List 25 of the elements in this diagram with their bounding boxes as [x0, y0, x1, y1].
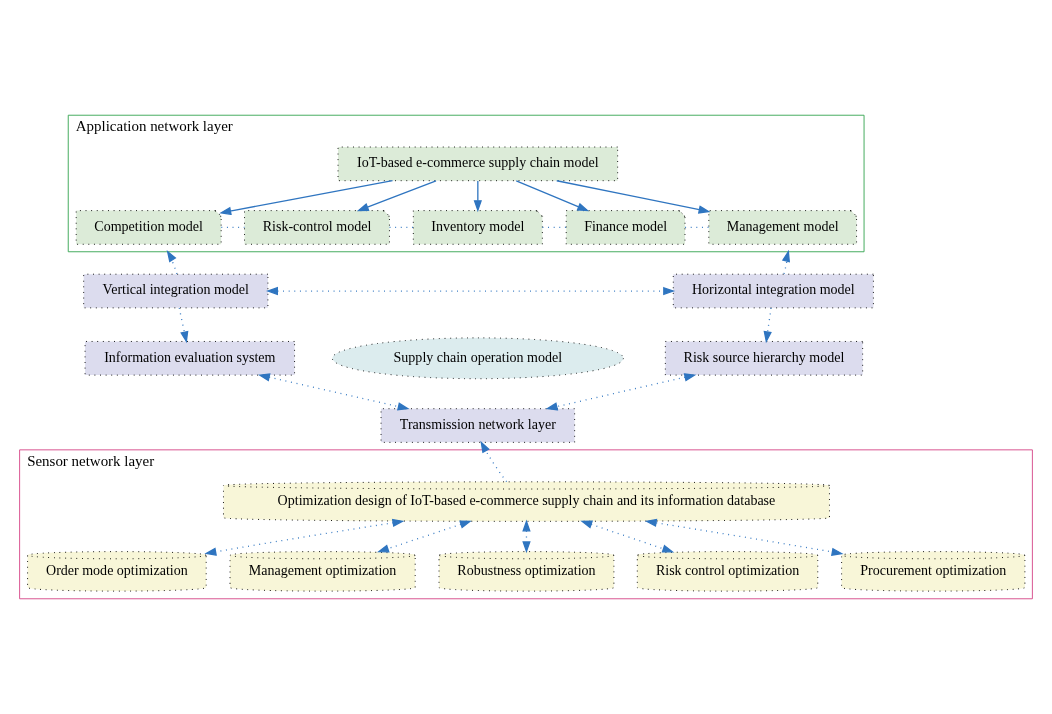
arrow	[763, 307, 772, 344]
arrow	[545, 373, 697, 411]
arrow	[480, 440, 508, 483]
arrow	[377, 520, 472, 553]
arrow	[266, 286, 676, 296]
arrow	[580, 520, 675, 553]
arrow	[356, 180, 437, 212]
node-box: IoT-based e-commerce supply chain model	[337, 146, 619, 182]
arrow	[473, 180, 483, 213]
node-box: Transmission network layer	[380, 408, 576, 443]
node-box: Information evaluation system	[84, 340, 296, 376]
arrow	[515, 180, 590, 212]
arrow	[204, 518, 405, 556]
arrow	[166, 250, 178, 275]
arrow	[644, 518, 844, 556]
node-box: Risk source hierarchy model	[664, 340, 864, 376]
arrow	[178, 307, 189, 344]
arrow	[257, 373, 410, 411]
arrow	[556, 180, 711, 214]
node-ellipse: Supply chain operation model	[331, 337, 624, 380]
arrow	[781, 249, 790, 275]
node-box: Vertical integration model	[83, 273, 269, 309]
connector	[684, 226, 710, 229]
node-box: Horizontal integration model	[672, 273, 874, 309]
connector	[541, 226, 567, 229]
